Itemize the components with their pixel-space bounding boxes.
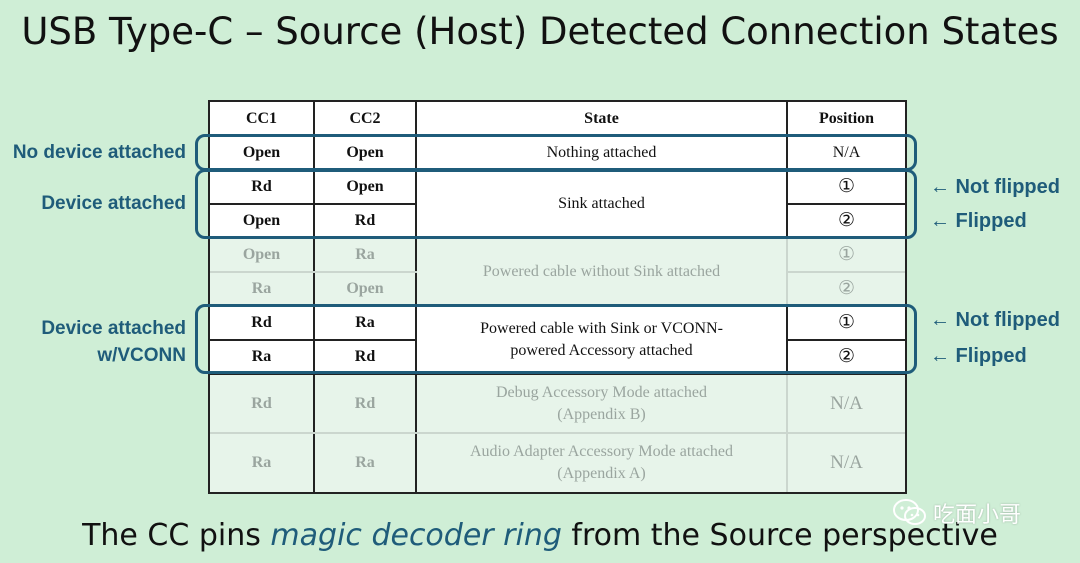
state-line: Powered cable with Sink or VCONN-	[480, 320, 723, 338]
table-cell-position: N/A	[830, 452, 863, 474]
label-flipped: ← Flipped	[930, 210, 1027, 232]
footer-text: The CC pins	[82, 518, 271, 553]
watermark-text: 吃面小哥	[933, 503, 1022, 528]
footer-emphasis: magic decoder ring	[270, 518, 562, 553]
label-not-flipped: ← Not flipped	[930, 309, 1060, 331]
table-cell-cc1: Rd	[251, 314, 272, 332]
table-cell-state: Audio Adapter Accessory Mode attached (A…	[417, 434, 786, 492]
state-line: Debug Accessory Mode attached	[495, 383, 708, 401]
table-cell-cc1: Open	[242, 246, 281, 264]
label-device-vconn-2: w/VCONN	[97, 345, 186, 366]
watermark: 吃面小哥	[893, 497, 1021, 529]
table-cell-cc1: Rd	[251, 178, 272, 196]
header-cc1: CC1	[245, 109, 278, 127]
table-cell-position: ②	[837, 209, 856, 232]
table-cell-cc2: Open	[346, 144, 384, 162]
wechat-icon	[893, 499, 926, 525]
header-cc2: CC2	[349, 109, 381, 127]
table-cell-position: N/A	[830, 392, 863, 414]
table-cell-cc2: Ra	[355, 454, 375, 472]
table-cell-state: Powered cable without Sink attached	[482, 263, 721, 281]
table-cell-cc1: Open	[242, 212, 281, 230]
label-device-attached: Device attached	[41, 193, 186, 214]
label-not-flipped: ← Not flipped	[930, 176, 1060, 198]
table-cell-cc1: Ra	[251, 454, 272, 472]
table-cell-cc2: Open	[346, 280, 384, 298]
table-cell-cc2: Rd	[354, 394, 376, 412]
table-cell-cc2: Open	[346, 178, 384, 196]
table-cell-cc1: Open	[242, 144, 281, 162]
state-line: Audio Adapter Accessory Mode attached	[469, 443, 734, 461]
highlight-device-vconn	[195, 304, 917, 374]
label-flipped: ← Flipped	[930, 345, 1027, 367]
label-device-vconn-1: Device attached	[41, 318, 186, 339]
state-line: (Appendix A)	[557, 465, 646, 482]
table-cell-position: ①	[837, 175, 856, 198]
table-cell-state: Nothing attached	[546, 144, 657, 162]
table-cell-cc2: Rd	[354, 212, 376, 230]
highlight-no-device	[195, 134, 917, 171]
state-line: powered Accessory attached	[510, 342, 693, 359]
table-cell-cc2: Ra	[355, 314, 375, 332]
footer-text: from the Source perspective	[561, 518, 998, 553]
table-cell-state: Debug Accessory Mode attached (Appendix …	[417, 375, 786, 432]
table-cell-state: Sink attached	[558, 195, 645, 213]
label-no-device: No device attached	[12, 142, 186, 163]
header-state: State	[584, 109, 619, 127]
header-position: Position	[818, 109, 875, 127]
state-line: (Appendix B)	[557, 405, 646, 423]
table-cell-cc2: Ra	[355, 246, 375, 264]
table-cell-cc1: Rd	[251, 394, 272, 412]
highlight-device-attached	[195, 169, 917, 239]
footer-caption: The CC pins magic decoder ring from the …	[0, 518, 1080, 553]
page-title: USB Type-C – Source (Host) Detected Conn…	[21, 10, 1059, 53]
table-cell-position: N/A	[832, 144, 861, 162]
table-cell-position: ②	[837, 345, 856, 368]
table-cell-cc2: Rd	[354, 348, 376, 366]
table-cell-position: ②	[837, 277, 856, 300]
table-cell-position: ①	[837, 311, 856, 334]
table-cell-cc1: Ra	[251, 280, 272, 298]
table-cell-state: Powered cable with Sink or VCONN- powere…	[417, 307, 786, 373]
table-cell-position: ①	[837, 243, 856, 266]
table-cell-cc1: Ra	[251, 348, 272, 366]
